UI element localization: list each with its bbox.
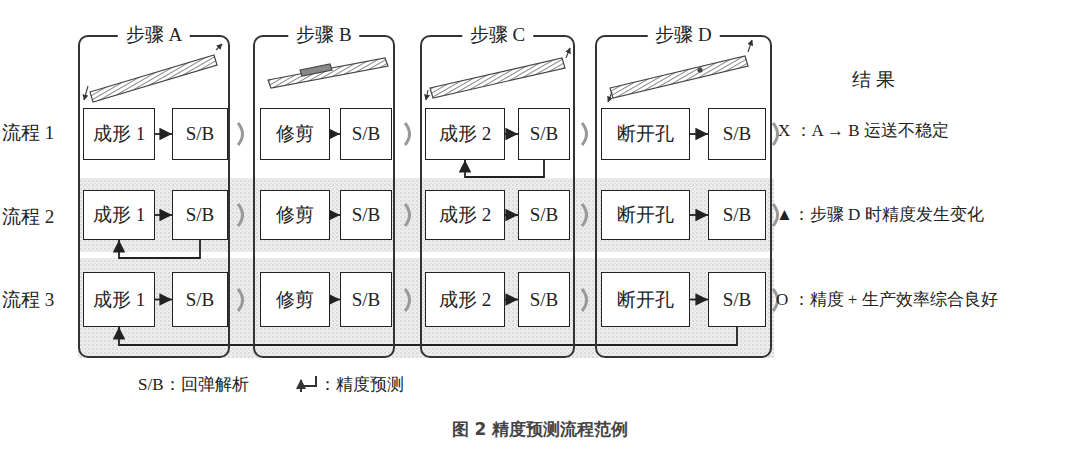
flow-chevron: [582, 204, 587, 226]
box-label: S/B: [186, 204, 215, 226]
flow-chevron: [238, 289, 243, 311]
flow-chevron: [405, 204, 410, 226]
flow-chevron: [582, 289, 587, 311]
process-box: 成形 1: [83, 272, 155, 327]
box-label: 成形 1: [93, 202, 145, 228]
flow-label: 流程 1: [2, 121, 54, 145]
process-box: S/B: [340, 272, 392, 327]
flow-label: 流程 2: [2, 205, 54, 229]
legend-text: S/B：回弹解析: [138, 373, 249, 397]
box-label: 修剪: [276, 287, 314, 313]
flow-chevron: [405, 123, 410, 145]
box-label: 修剪: [276, 202, 314, 228]
step-panel: 步骤 A成形 1S/B成形 1S/B成形 1S/B: [78, 35, 230, 358]
process-box: 成形 1: [83, 108, 155, 160]
feedback-arrow: [465, 160, 544, 177]
box-label: S/B: [723, 289, 752, 311]
flow-chevron: [582, 123, 587, 145]
row-band: [78, 258, 774, 358]
flow-arrow: [155, 214, 172, 216]
flow-arrow: [690, 133, 708, 135]
process-box: S/B: [518, 190, 570, 240]
process-box: S/B: [708, 272, 766, 327]
box-label: S/B: [530, 204, 559, 226]
process-box: 断开孔: [601, 108, 690, 160]
box-label: 成形 2: [439, 287, 491, 313]
step-heading: 步骤 D: [647, 23, 719, 47]
flow-arrow: [505, 133, 518, 135]
process-box: 成形 2: [425, 108, 505, 160]
flow-arrow: [155, 133, 172, 135]
flow-arrow: [505, 299, 518, 301]
process-box: S/B: [172, 272, 228, 327]
process-box: 修剪: [260, 108, 330, 160]
box-label: 成形 2: [439, 121, 491, 147]
box-label: S/B: [186, 123, 215, 145]
box-label: 断开孔: [617, 121, 674, 147]
box-label: S/B: [723, 204, 752, 226]
box-label: S/B: [352, 289, 381, 311]
process-box: S/B: [340, 108, 392, 160]
step-panel: 步骤 C成形 2S/B成形 2S/B成形 2S/B: [420, 35, 575, 358]
process-box: S/B: [708, 108, 766, 160]
process-box: 修剪: [260, 272, 330, 327]
step-panel: 步骤 B修剪S/B修剪S/B修剪S/B: [253, 35, 395, 358]
box-label: S/B: [352, 123, 381, 145]
flow-label: 流程 3: [2, 288, 54, 312]
process-box: S/B: [518, 272, 570, 327]
box-label: 成形 1: [93, 287, 145, 313]
result-note: X ：A → B 运送不稳定: [778, 119, 949, 143]
result-heading: 结 果: [852, 68, 895, 92]
feedback-arrow: [119, 240, 200, 258]
feedback-arrow: [119, 327, 737, 345]
process-box: 成形 2: [425, 190, 505, 240]
legend-symbol: [301, 376, 316, 392]
part-sketch: [608, 40, 752, 102]
part-sketch: [84, 44, 222, 102]
process-box: S/B: [172, 190, 228, 240]
flow-chevron: [238, 204, 243, 226]
flow-chevron: [238, 123, 243, 145]
part-sketch: [268, 58, 388, 88]
step-panel: 步骤 D断开孔S/B断开孔S/B断开孔S/B: [595, 35, 772, 358]
box-label: S/B: [352, 204, 381, 226]
process-box: S/B: [708, 190, 766, 240]
process-box: 断开孔: [601, 272, 690, 327]
box-label: S/B: [723, 123, 752, 145]
flow-arrow: [690, 214, 708, 216]
process-box: 断开孔: [601, 190, 690, 240]
part-sketch: [426, 48, 570, 100]
step-heading: 步骤 B: [288, 23, 359, 47]
flow-arrow: [330, 133, 340, 135]
flow-arrow: [330, 299, 340, 301]
box-label: 断开孔: [617, 202, 674, 228]
flow-chevron: [773, 123, 778, 145]
result-note: ▲：步骤 D 时精度发生变化: [776, 203, 984, 227]
box-label: 成形 2: [439, 202, 491, 228]
process-box: S/B: [340, 190, 392, 240]
box-label: 修剪: [276, 121, 314, 147]
row-band: [78, 178, 774, 252]
result-note: O ：精度 + 生产效率综合良好: [776, 288, 998, 312]
process-box: 修剪: [260, 190, 330, 240]
box-label: 断开孔: [617, 287, 674, 313]
box-label: 成形 1: [93, 121, 145, 147]
box-label: S/B: [530, 123, 559, 145]
process-box: S/B: [518, 108, 570, 160]
process-box: 成形 2: [425, 272, 505, 327]
step-heading: 步骤 A: [118, 23, 190, 47]
flow-chevron: [405, 289, 410, 311]
box-label: S/B: [530, 289, 559, 311]
process-box: 成形 1: [83, 190, 155, 240]
box-label: S/B: [186, 289, 215, 311]
flow-arrow: [505, 214, 518, 216]
flow-arrow: [690, 299, 708, 301]
flow-arrow: [330, 214, 340, 216]
legend-text: ：精度预测: [319, 373, 404, 397]
flow-arrow: [155, 299, 172, 301]
process-box: S/B: [172, 108, 228, 160]
figure-caption: 图 2 精度预测流程范例: [0, 418, 1080, 441]
step-heading: 步骤 C: [462, 23, 533, 47]
